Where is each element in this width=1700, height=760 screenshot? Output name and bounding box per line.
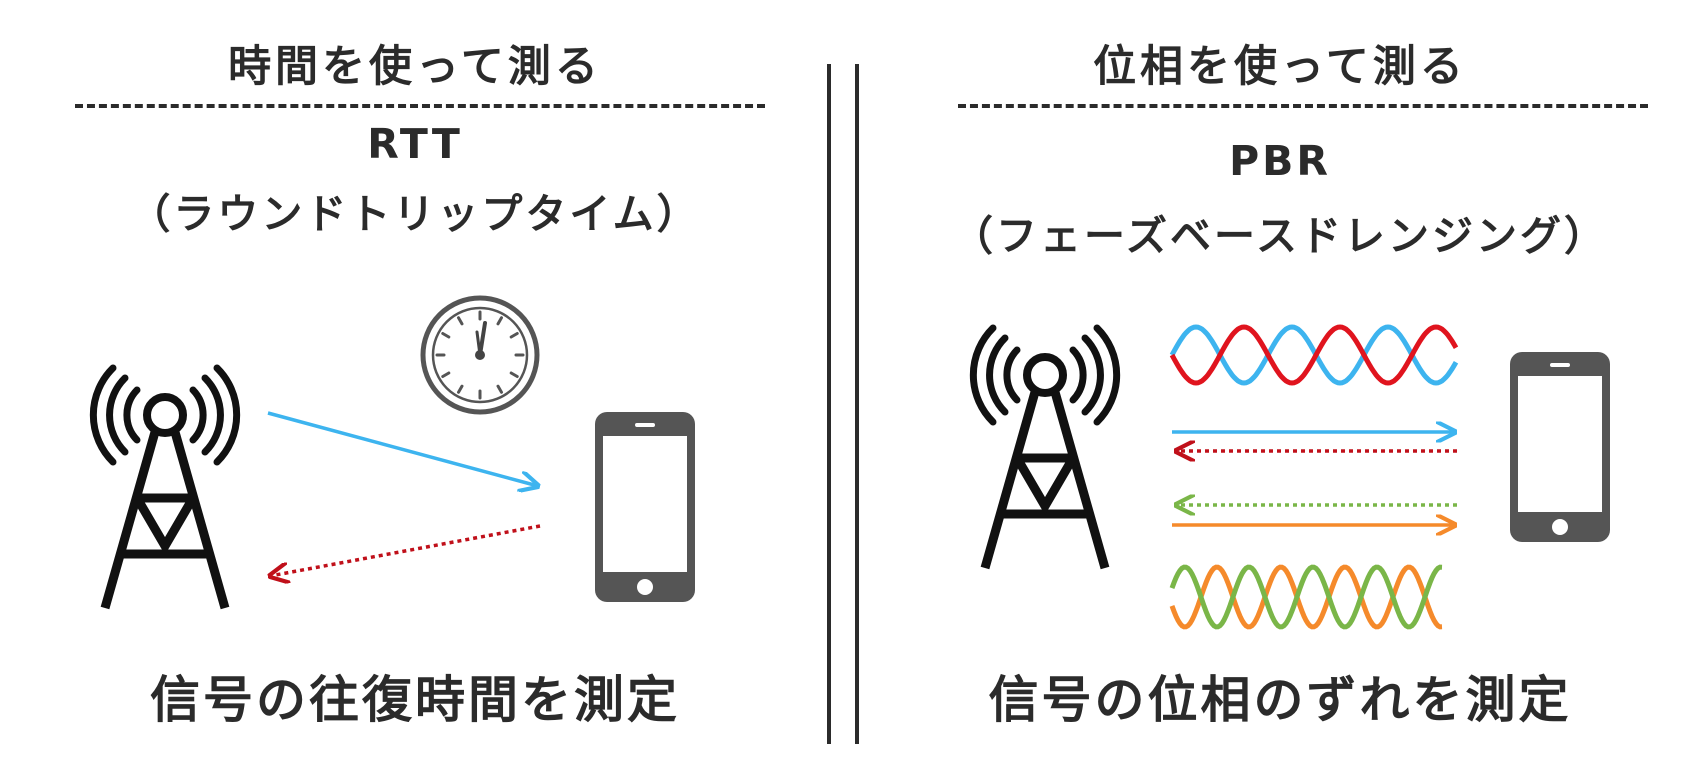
pbr-heading-separator <box>958 104 1648 108</box>
rtt-signal-arrows <box>0 411 830 760</box>
rtt-heading-separator <box>75 104 765 108</box>
stopwatch-tick <box>457 384 464 394</box>
stopwatch-tick <box>441 371 451 378</box>
stopwatch-tick <box>441 332 451 339</box>
stopwatch-tick <box>509 332 519 339</box>
divider-line-left <box>827 64 831 744</box>
stopwatch-tick <box>496 384 503 394</box>
stopwatch-icon <box>420 295 540 415</box>
rtt-method-full-name: （ラウンドトリップタイム） <box>129 190 701 238</box>
rtt-panel: 時間を使って測る RTT （ラウンドトリップタイム） <box>0 0 830 760</box>
smartphone-icon <box>595 412 695 602</box>
pbr-method-name: PBR <box>1229 137 1331 185</box>
pbr-method-full-name: （フェーズベースドレンジング） <box>952 212 1608 260</box>
stopwatch-tick <box>509 371 519 378</box>
green-wave <box>1169 564 1443 630</box>
rtt-caption: 信号の往復時間を測定 <box>150 671 680 729</box>
pbr-heading: 位相を使って測る <box>1093 42 1467 92</box>
stopwatch-tick <box>496 316 503 326</box>
antenna-tower-icon <box>969 324 1121 570</box>
divider-line-right <box>855 64 859 744</box>
pbr-caption: 信号の位相のずれを測定 <box>988 671 1572 729</box>
smartphone-icon <box>1510 352 1610 542</box>
return-signal-arrow <box>270 524 541 576</box>
stopwatch-tick <box>457 316 464 326</box>
pbr-panel: 位相を使って測る PBR （フェーズベースドレンジング） <box>860 0 1700 760</box>
red-wave <box>1169 324 1459 386</box>
orange-wave <box>1169 564 1443 630</box>
rtt-method-name: RTT <box>367 120 463 168</box>
pbr-signal-graphics <box>1169 324 1459 630</box>
antenna-tower-icon <box>89 364 241 610</box>
outgoing-signal-arrow <box>267 411 538 486</box>
rtt-heading: 時間を使って測る <box>228 42 602 92</box>
